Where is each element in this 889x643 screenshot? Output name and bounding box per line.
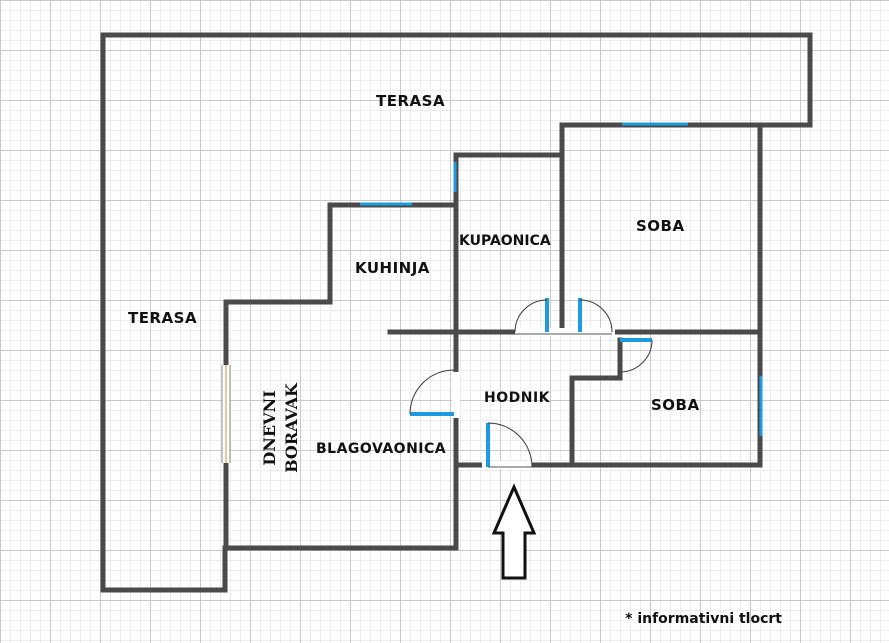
room-label-soba-bottom: SOBA [651,396,700,414]
room-label-boravak: BORAVAK [282,383,301,473]
living-door-gap [452,372,460,418]
entrance-door-arc [487,422,533,468]
outer-terrace-wall [100,32,813,593]
living-door-arc [409,369,455,415]
room-label-dnevni: DNEVNI [260,390,279,466]
room-label-soba-top: SOBA [636,217,685,235]
informative-plan-note: * informativni tlocrt [625,611,782,627]
room-label-kuhinja: KUHINJA [355,259,430,277]
room-label-terasa-left: TERASA [128,309,198,327]
bedroom-door-arc [619,339,653,373]
room-label-kupaonica: KUPAONICA [459,233,551,249]
entrance-door-gap [482,461,532,469]
bathroom-door-arc-left [514,299,548,333]
arrow-up-outline-icon [491,483,537,580]
living-room-wall [223,202,459,551]
room-label-blagovaonica: BLAGOVAONICA [316,441,447,457]
room-label-hodnik: HODNIK [484,390,551,406]
bathroom-door-gap [515,328,615,336]
room-label-dnevni-boravak: DNEVNI BORAVAK [221,383,341,473]
bathroom-door-arc-right [579,299,613,333]
room-label-terasa-top: TERASA [376,92,446,110]
